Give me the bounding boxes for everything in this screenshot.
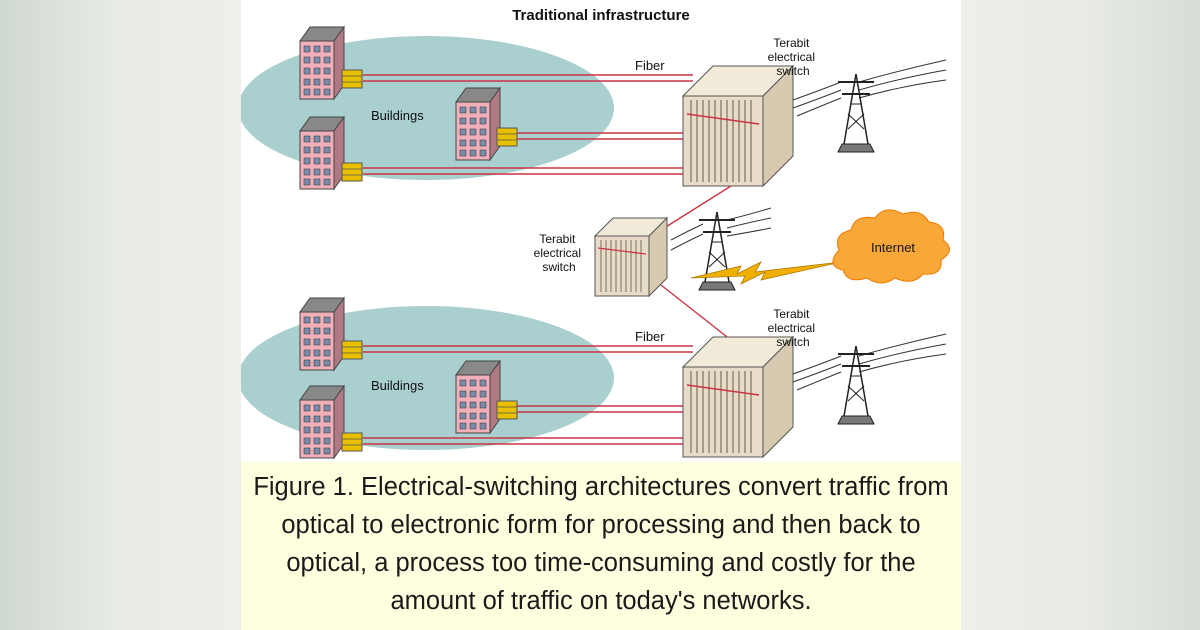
lightning-icon — [690, 261, 842, 285]
switch-label-bottom: Terabit electrical switch — [768, 307, 819, 349]
switch-label-line: switch — [542, 260, 575, 274]
power-lines-middle — [670, 207, 772, 251]
switch-label-line: electrical — [768, 50, 815, 64]
power-lines-top — [792, 59, 947, 117]
buildings-label-top: Buildings — [371, 108, 424, 123]
building-icon — [455, 87, 501, 161]
buildings-area-bottom — [241, 306, 614, 450]
switch-label-line: switch — [776, 335, 809, 349]
cloud-icon — [832, 209, 950, 284]
connector-icon — [341, 162, 363, 182]
switch-label-line: Terabit — [773, 36, 810, 50]
fiber-label-bottom: Fiber — [635, 329, 665, 344]
connector-icon — [496, 127, 518, 147]
figure-caption: Figure 1. Electrical-switching architect… — [253, 473, 949, 615]
internet-label: Internet — [871, 240, 915, 255]
building-icon — [455, 360, 501, 434]
connector-icon — [341, 69, 363, 89]
switch-label-middle: Terabit electrical switch — [534, 232, 585, 274]
connector-icon — [496, 400, 518, 420]
fiber-lines-top — [363, 74, 693, 175]
buildings-area-top — [241, 36, 614, 180]
switch-label-line: electrical — [768, 321, 815, 335]
figure-panel: Traditional infrastructure Buildings Fib… — [241, 0, 961, 630]
connector-icon — [341, 340, 363, 360]
building-icon — [299, 116, 345, 190]
building-icon — [299, 297, 345, 371]
tower-icon — [837, 73, 875, 153]
switch-label-line: switch — [776, 64, 809, 78]
switch-icon — [593, 216, 669, 298]
building-icon — [299, 385, 345, 459]
diagram-title: Traditional infrastructure — [512, 7, 690, 24]
fiber-label-top: Fiber — [635, 58, 665, 73]
caption-box: Figure 1. Electrical-switching architect… — [241, 462, 961, 630]
uplinks — [660, 185, 732, 341]
switch-label-line: Terabit — [539, 232, 576, 246]
tower-icon — [698, 211, 736, 291]
switch-label-line: Terabit — [773, 307, 810, 321]
fiber-lines-bottom — [363, 345, 693, 445]
buildings-label-bottom: Buildings — [371, 378, 424, 393]
tower-icon — [837, 345, 875, 425]
switch-label-line: electrical — [534, 246, 581, 260]
switch-label-top: Terabit electrical switch — [768, 36, 819, 78]
switch-icon — [682, 65, 794, 187]
power-lines-bottom — [792, 333, 947, 391]
switch-icon — [682, 336, 794, 458]
building-icon — [299, 26, 345, 100]
connector-icon — [341, 432, 363, 452]
network-diagram: Traditional infrastructure Buildings Fib… — [241, 7, 950, 459]
